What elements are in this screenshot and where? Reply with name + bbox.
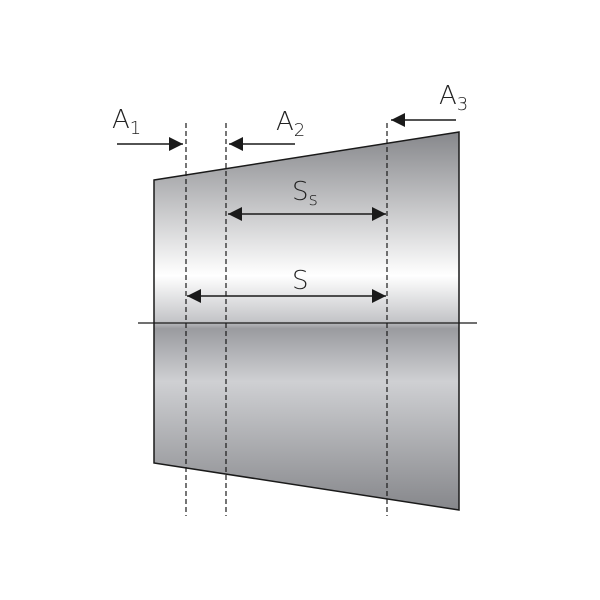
label-ss: Ss <box>292 177 318 210</box>
tapered-body <box>153 131 460 511</box>
label-s: S <box>292 266 309 296</box>
label-a2: A2 <box>276 107 305 141</box>
label-a1: A1 <box>112 105 141 139</box>
label-a3: A3 <box>439 81 468 115</box>
